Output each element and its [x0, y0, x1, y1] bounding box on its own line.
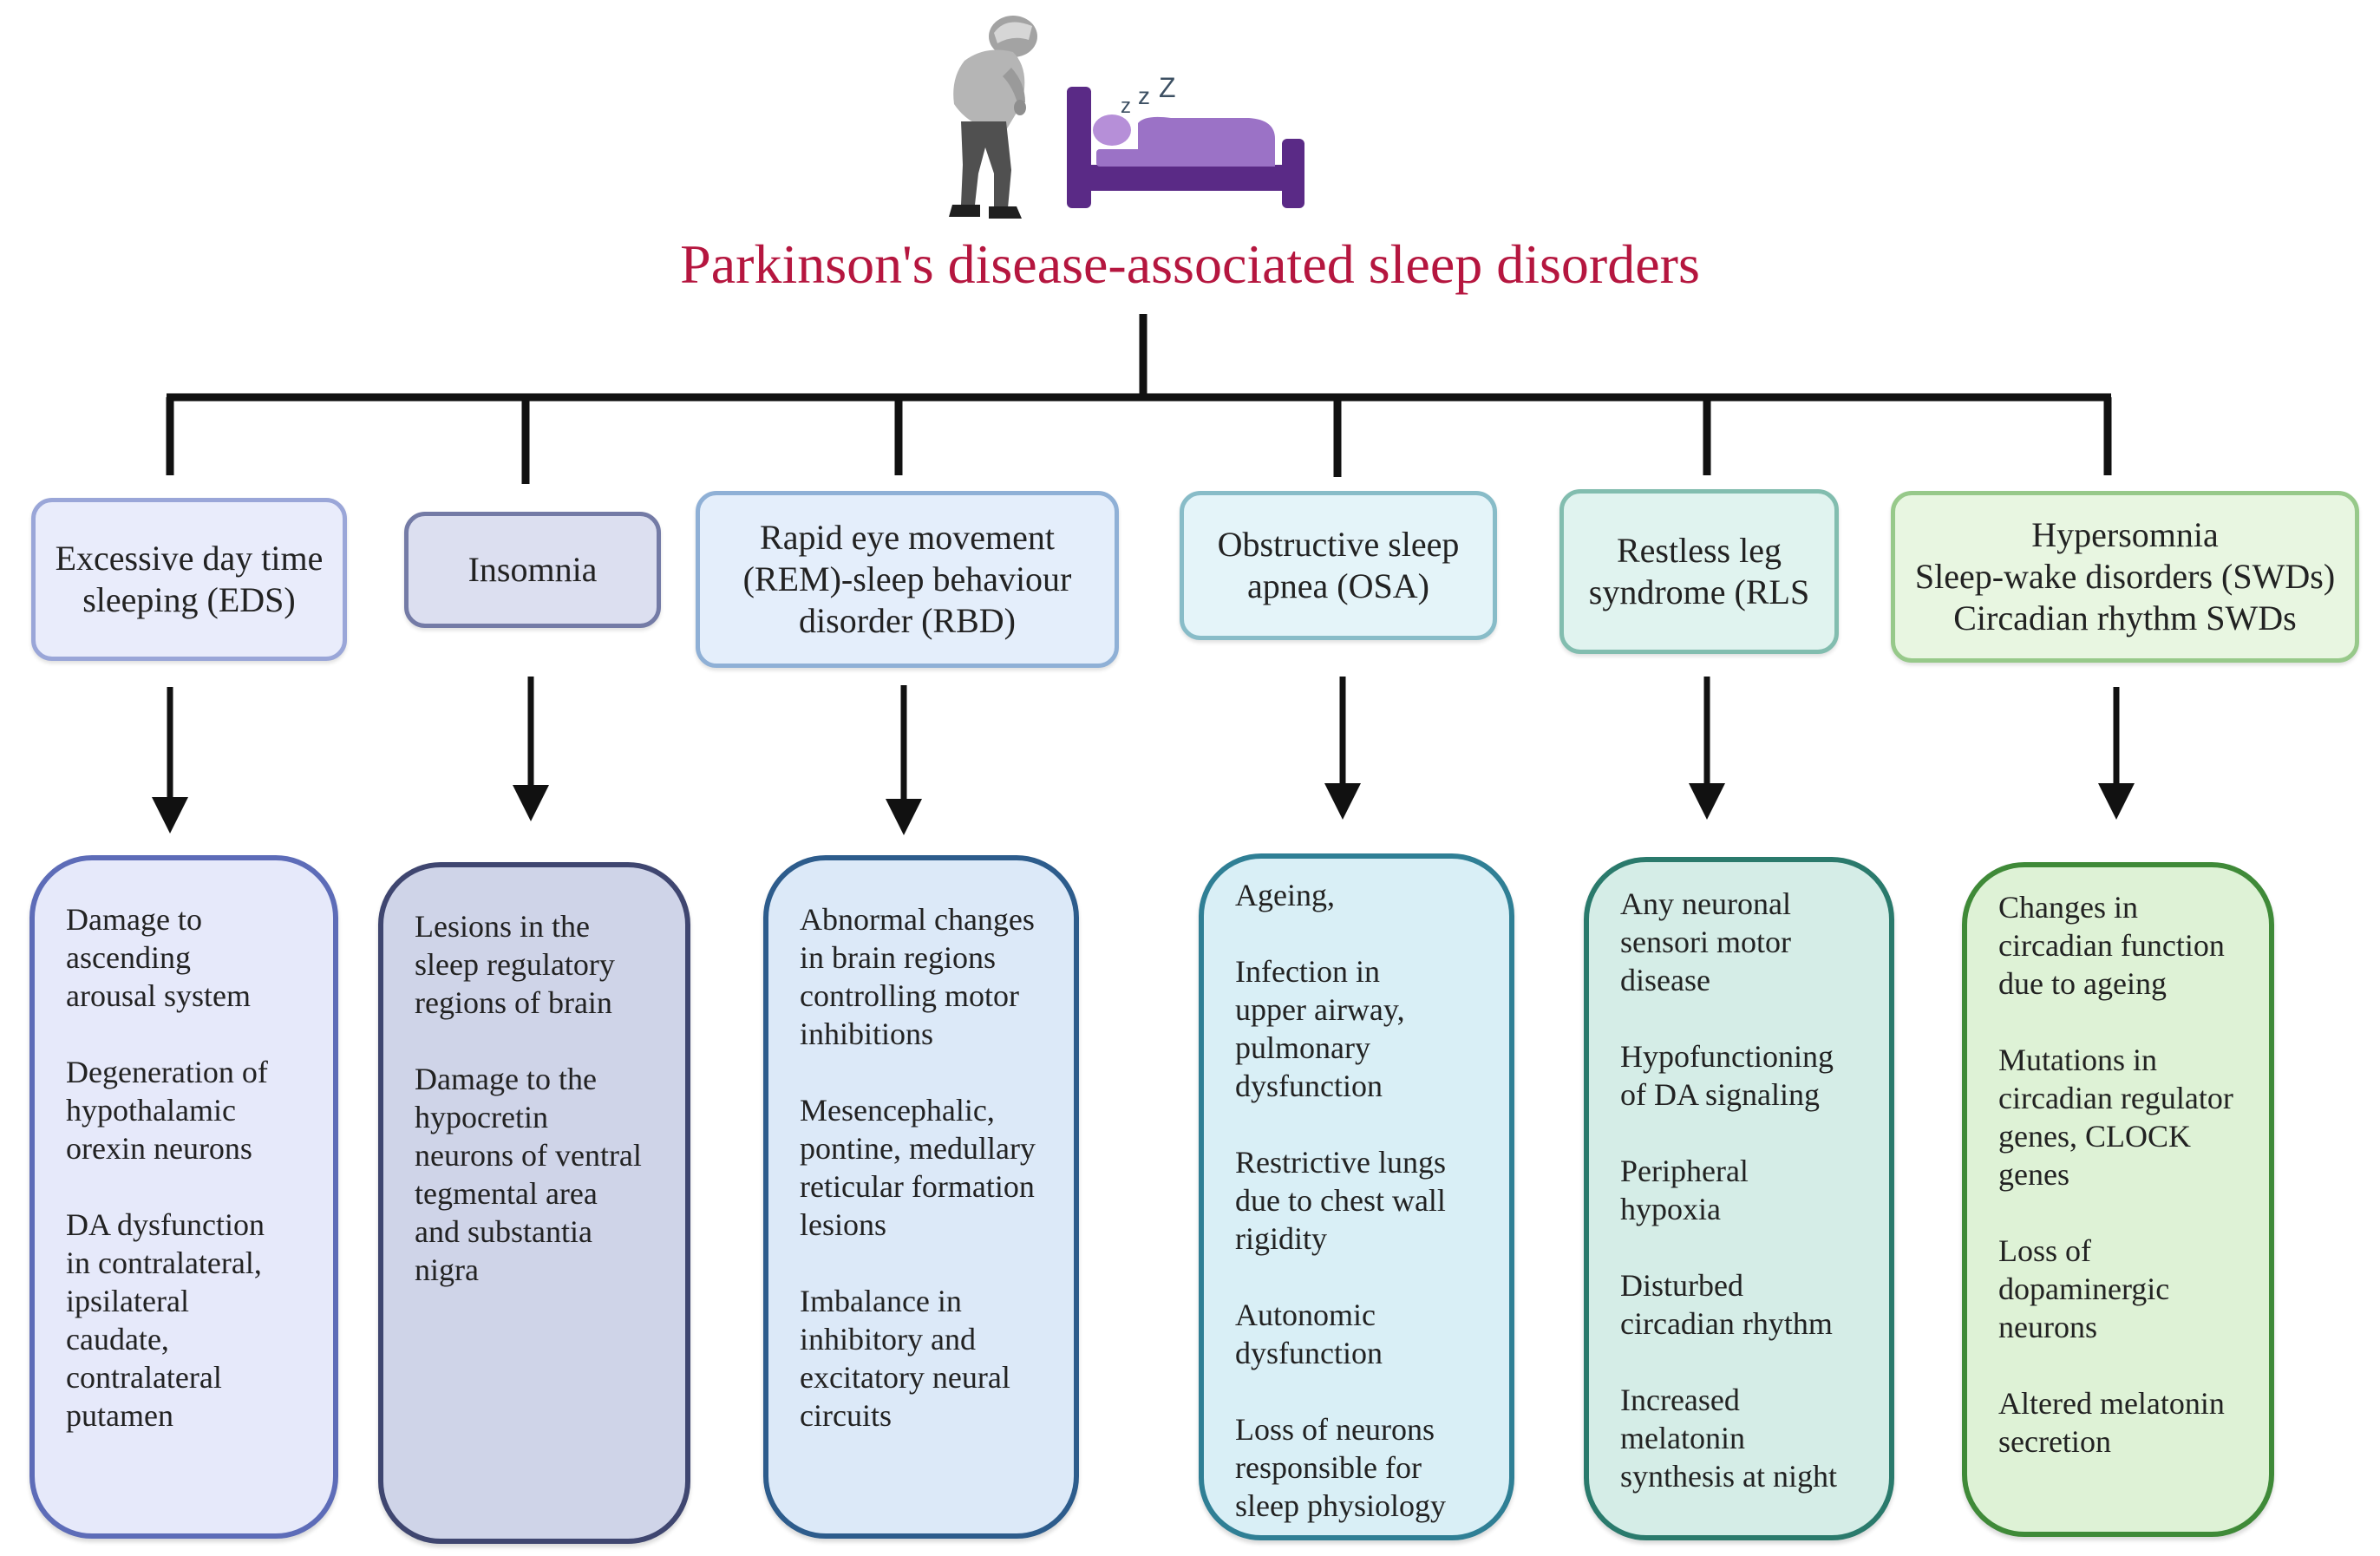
disorder-heading: Restless leg syndrome (RLS	[1588, 531, 1810, 611]
disorder-box-hypersomnia: Hypersomnia Sleep-wake disorders (SWDs) …	[1891, 491, 2359, 663]
cause-box-hypersomnia: Changes in circadian function due to age…	[1962, 862, 2274, 1537]
cause-item: Increased melatonin synthesis at night	[1620, 1383, 1837, 1494]
disorder-box-insomnia: Insomnia	[404, 512, 661, 628]
disorder-box-osa: Obstructive sleep apnea (OSA)	[1180, 491, 1497, 640]
cause-item: Loss of dopaminergic neurons	[1998, 1233, 2170, 1344]
disorder-heading: Obstructive sleep apnea (OSA)	[1217, 525, 1460, 605]
disorder-heading: Excessive day time sleeping (EDS)	[55, 539, 324, 619]
disorder-box-rbd: Rapid eye movement (REM)-sleep behaviour…	[696, 491, 1119, 668]
sleeping-in-bed-icon	[1067, 87, 1304, 208]
cause-item: Hypofunctioning of DA signaling	[1620, 1039, 1834, 1112]
disorder-box-rls: Restless leg syndrome (RLS	[1559, 489, 1839, 654]
disorder-heading: Hypersomnia Sleep-wake disorders (SWDs) …	[1914, 515, 2336, 637]
cause-item: Lesions in the sleep regulatory regions …	[415, 909, 615, 1020]
cause-item: DA dysfunction in contralateral, ipsilat…	[66, 1207, 265, 1433]
sleep-zzz-icon: z	[1121, 95, 1131, 118]
cause-item: Restrictive lungs due to chest wall rigi…	[1235, 1145, 1446, 1256]
cause-box-eds: Damage to ascending arousal system Degen…	[29, 855, 338, 1539]
cause-item: Damage to ascending arousal system	[66, 902, 251, 1013]
cause-item: Abnormal changes in brain regions contro…	[800, 902, 1035, 1051]
disorder-box-eds: Excessive day time sleeping (EDS)	[31, 498, 347, 661]
cause-item: Any neuronal sensori motor disease	[1620, 886, 1791, 997]
cause-item: Infection in upper airway, pulmonary dys…	[1235, 954, 1405, 1103]
disorder-heading: Rapid eye movement (REM)-sleep behaviour…	[742, 518, 1072, 640]
cause-item: Mesencephalic, pontine, medullary reticu…	[800, 1093, 1036, 1242]
cause-box-rbd: Abnormal changes in brain regions contro…	[763, 855, 1079, 1539]
svg-text:z: z	[1138, 82, 1150, 109]
cause-item: Mutations in circadian regulator genes, …	[1998, 1043, 2233, 1192]
cause-item: Degeneration of hypothalamic orexin neur…	[66, 1055, 268, 1166]
cause-box-rls: Any neuronal sensori motor disease Hypof…	[1584, 857, 1894, 1540]
cause-item: Damage to the hypocretin neurons of vent…	[415, 1062, 642, 1287]
cause-item: Loss of neurons responsible for sleep ph…	[1235, 1412, 1446, 1523]
disorder-heading: Insomnia	[468, 550, 598, 589]
cause-item: Autonomic dysfunction	[1235, 1298, 1383, 1370]
cause-item: Ageing,	[1235, 878, 1335, 912]
cause-item: Imbalance in inhibitory and excitatory n…	[800, 1284, 1010, 1433]
stooped-elderly-person-icon	[949, 16, 1037, 219]
cause-box-insomnia: Lesions in the sleep regulatory regions …	[378, 862, 690, 1544]
cause-box-osa: Ageing, Infection in upper airway, pulmo…	[1199, 853, 1514, 1540]
cause-item: Changes in circadian function due to age…	[1998, 890, 2225, 1001]
header-illustration: z z Z	[949, 16, 1304, 219]
cause-item: Altered melatonin secretion	[1998, 1386, 2225, 1459]
cause-item: Disturbed circadian rhythm	[1620, 1268, 1833, 1341]
diagram-title: Parkinson's disease-associated sleep dis…	[680, 233, 1700, 295]
svg-text:Z: Z	[1159, 72, 1176, 103]
cause-item: Peripheral hypoxia	[1620, 1154, 1749, 1226]
